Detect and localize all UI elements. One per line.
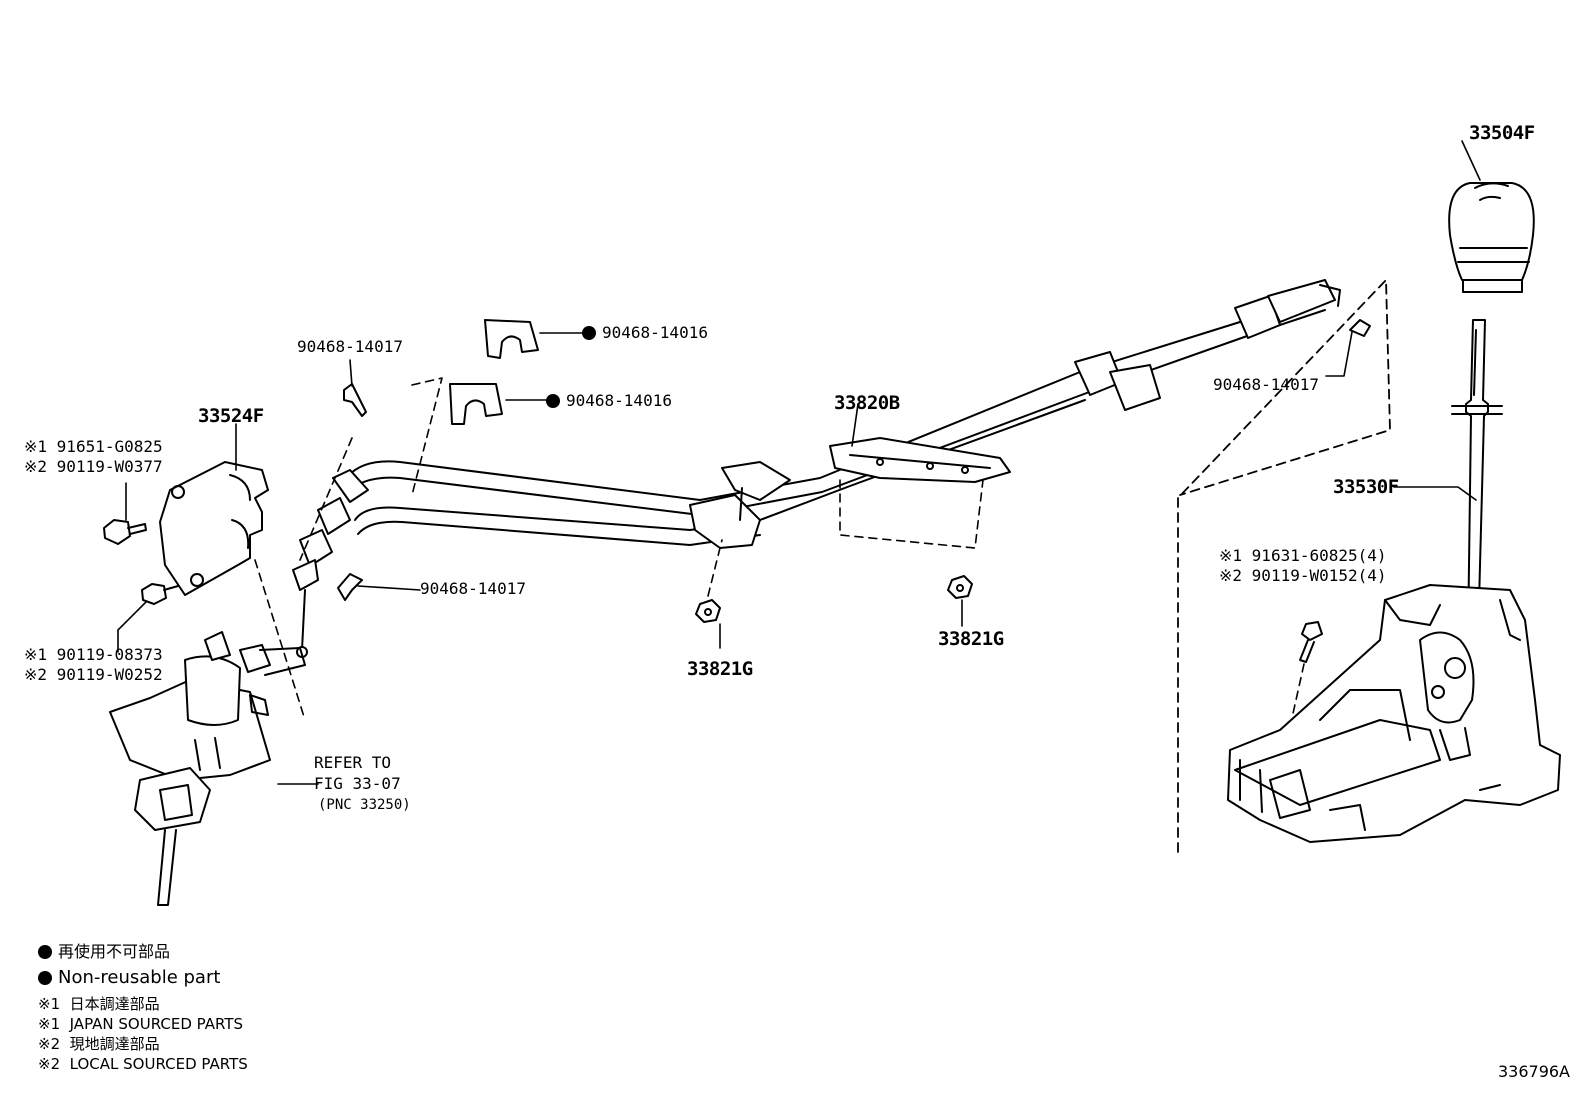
bracket-bolts-drawing xyxy=(103,519,179,605)
label-refer-pnc: (PNC 33250) xyxy=(318,797,411,813)
label-lower-bolt-1: ※1 90119-08373 xyxy=(24,645,163,664)
clip-top-left-drawing xyxy=(343,383,367,417)
shifter-bolt-drawing xyxy=(1291,621,1323,719)
clip-lower-left-drawing xyxy=(337,573,363,601)
nut-right-drawing xyxy=(947,575,973,599)
legend-japan-jp: ※1 日本調達部品 xyxy=(38,995,160,1013)
shift-knob-drawing xyxy=(1448,182,1535,293)
washer-lower-number: 90468-14016 xyxy=(566,391,672,410)
label-33821G-right: 33821G xyxy=(938,628,1004,650)
label-washer-lower: 90468-14016 xyxy=(546,392,672,410)
shifter-group-dashed xyxy=(1177,279,1391,853)
label-33504F: 33504F xyxy=(1469,122,1535,144)
figure-id: 336796A xyxy=(1497,1062,1570,1081)
shifter-base-drawing xyxy=(1227,584,1561,843)
label-shifter-bolt-1: ※1 91631-60825(4) xyxy=(1219,546,1387,565)
left-end-dashed xyxy=(254,377,443,721)
shift-lever-drawing xyxy=(1451,319,1503,641)
label-lower-bolt-2: ※2 90119-W0252 xyxy=(24,665,163,684)
label-shifter-bolt-2: ※2 90119-W0152(4) xyxy=(1219,566,1387,585)
nonreusable-dot-icon xyxy=(38,945,52,959)
leader-lines xyxy=(117,140,1481,785)
washer-lower-drawing xyxy=(449,383,503,425)
label-refer-fig: FIG 33-07 xyxy=(314,774,401,793)
label-bracket-bolt-2: ※2 90119-W0377 xyxy=(24,457,163,476)
label-refer-to: REFER TO xyxy=(314,753,392,772)
clip-dashed xyxy=(299,437,353,561)
legend-japan-en: ※1 JAPAN SOURCED PARTS xyxy=(38,1015,244,1033)
cable-assembly-drawing xyxy=(292,279,1341,658)
nonreusable-dot-icon xyxy=(38,971,52,985)
legend-nonreusable-jp: 再使用不可部品 xyxy=(38,942,170,962)
label-bracket-bolt-1: ※1 91651-G0825 xyxy=(24,437,163,456)
nut-left-drawing xyxy=(695,539,723,623)
washer-upper-number: 90468-14016 xyxy=(602,323,708,342)
legend-nonreusable-en: Non-reusable part xyxy=(38,968,220,988)
nonreusable-dot-icon xyxy=(582,326,596,340)
label-washer-upper: 90468-14016 xyxy=(582,324,708,342)
nonreusable-dot-icon xyxy=(546,394,560,408)
legend-local-jp: ※2 現地調達部品 xyxy=(38,1035,160,1053)
legend-local-en: ※2 LOCAL SOURCED PARTS xyxy=(38,1055,248,1073)
clip-right-drawing xyxy=(1349,319,1371,337)
legend-nonreusable-en-text: Non-reusable part xyxy=(58,967,221,988)
label-clip-lower-left: 90468-14017 xyxy=(420,579,526,598)
label-clip-top-left: 90468-14017 xyxy=(297,337,403,356)
bracket-drawing xyxy=(159,461,269,596)
label-clip-right: 90468-14017 xyxy=(1213,375,1319,394)
washer-upper-drawing xyxy=(484,319,539,359)
legend-nonreusable-jp-text: 再使用不可部品 xyxy=(58,942,171,961)
label-33530F: 33530F xyxy=(1333,476,1399,498)
label-33821G-left: 33821G xyxy=(687,658,753,680)
transmission-end-drawing xyxy=(109,631,306,906)
label-33524F: 33524F xyxy=(198,405,264,427)
label-33820B: 33820B xyxy=(834,392,900,414)
